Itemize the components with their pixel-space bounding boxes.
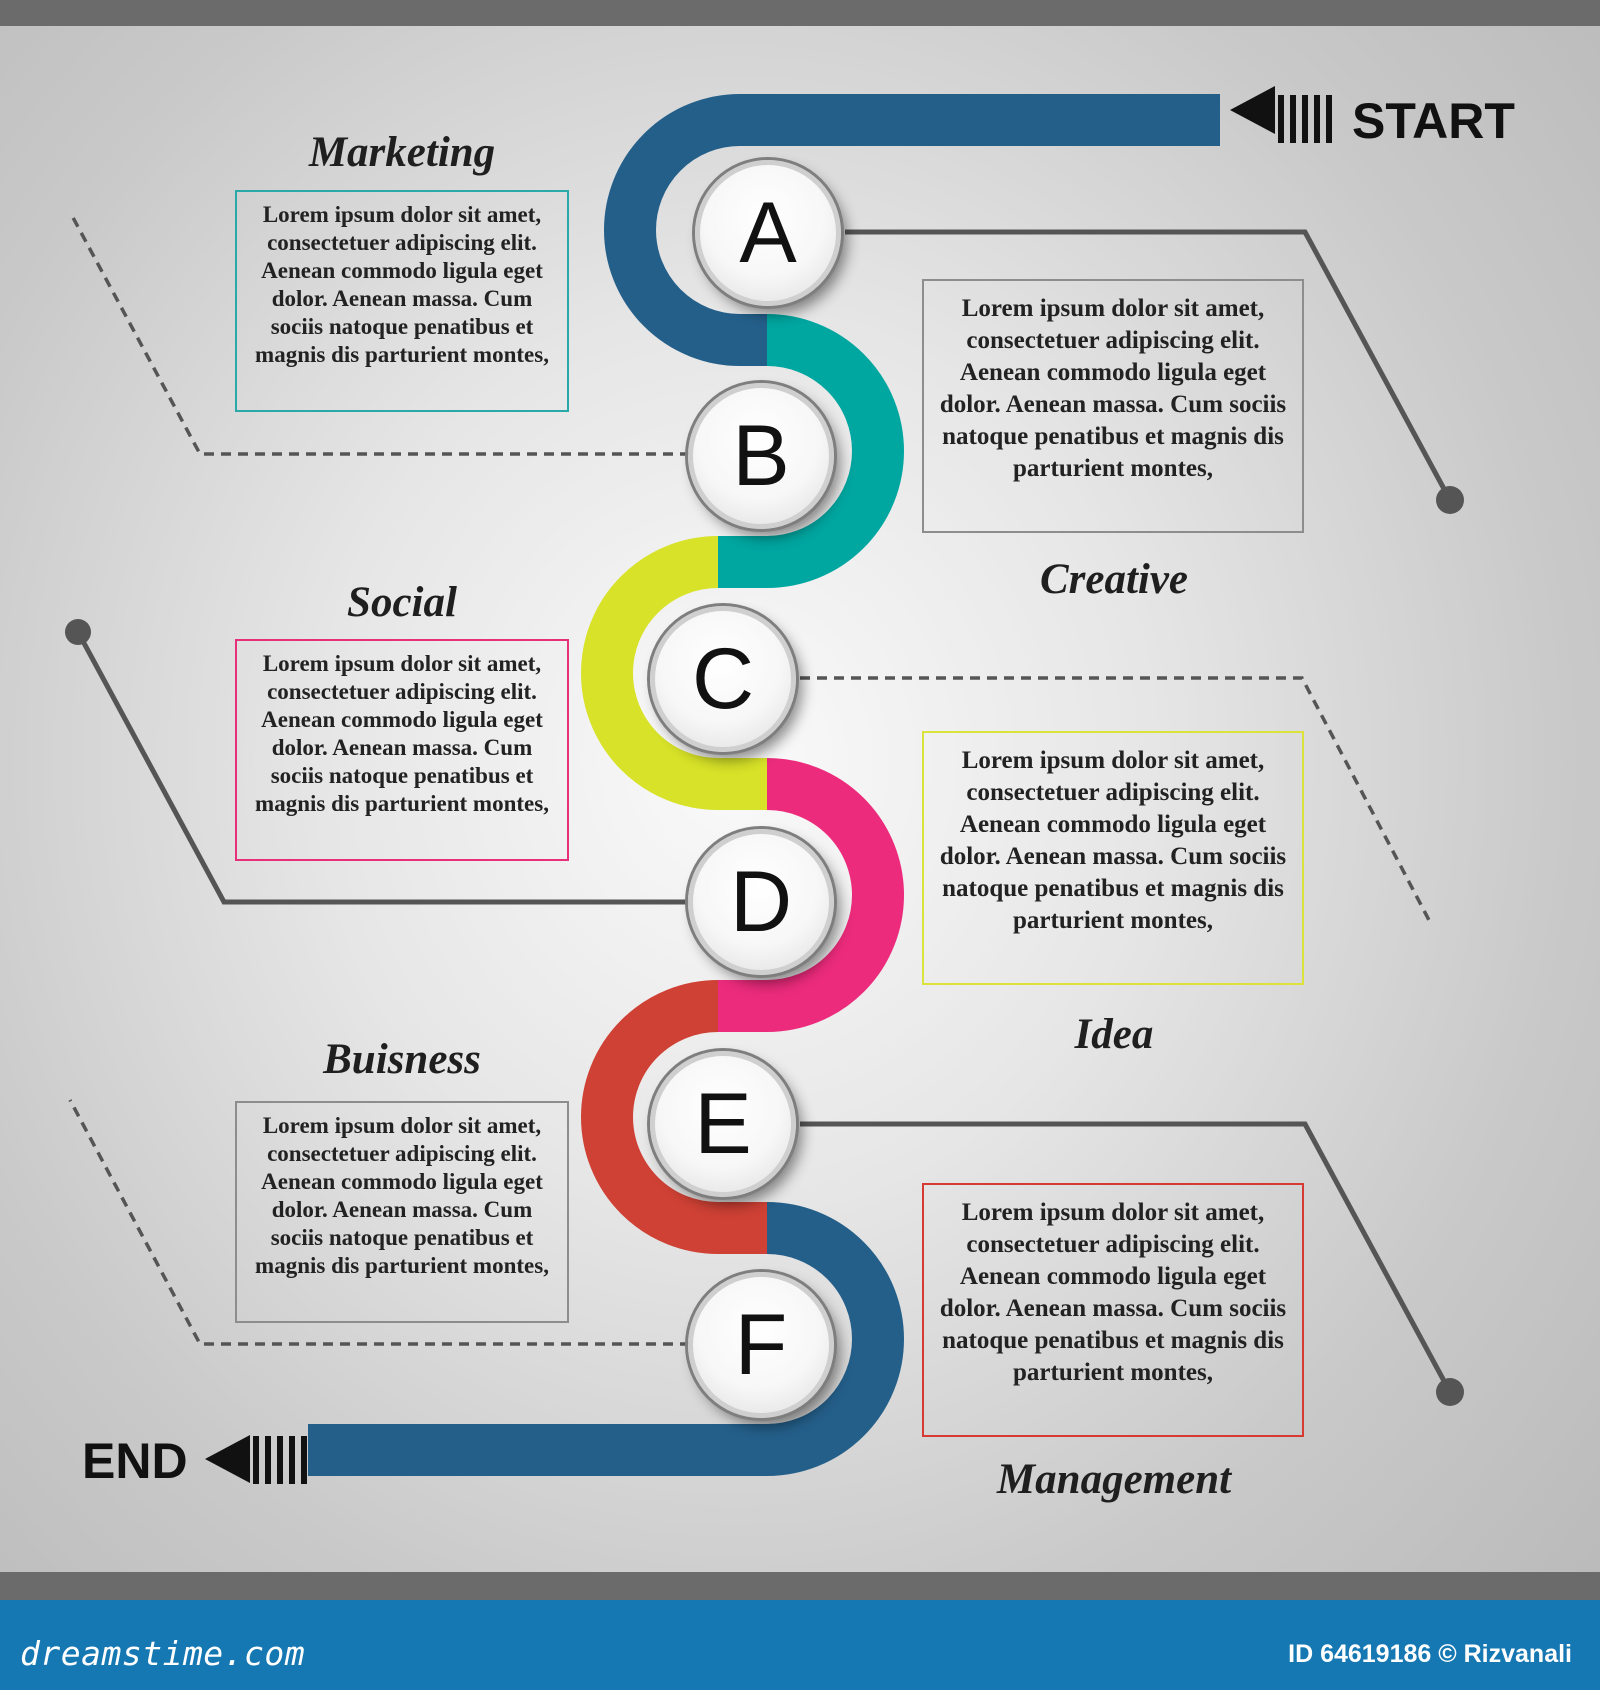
ribbon-segment-end [308,1202,904,1476]
step-text-b: Lorem ipsum dolor sit amet, consectetuer… [922,279,1304,533]
step-title-buisness: Buisness [323,1036,481,1083]
step-letter-d: D [729,854,793,950]
step-text-d: Lorem ipsum dolor sit amet, consectetuer… [922,731,1304,985]
ribbon-segment-yellow [581,536,767,810]
connector-dot-d [65,619,91,645]
step-node-e: E [650,1051,796,1197]
step-letter-a: A [739,185,797,281]
connector-dot-e [1436,1378,1464,1406]
step-node-f: F [688,1272,834,1418]
start-arrow-icon [1230,86,1332,143]
step-node-c: C [650,606,796,752]
connector-line-c [800,676,1432,923]
top-border-bar [0,0,1600,26]
end-label: END [82,1433,188,1489]
step-text-a: Lorem ipsum dolor sit amet, consectetuer… [235,190,569,412]
step-path-diagram [65,86,1464,1484]
step-text-e: Lorem ipsum dolor sit amet, consectetuer… [235,1101,569,1323]
step-text-f: Lorem ipsum dolor sit amet, consectetuer… [922,1183,1304,1437]
ribbon-segment-red [581,980,767,1254]
connector-line-e [800,1121,1453,1394]
step-node-a: A [695,160,841,306]
step-letter-f: F [734,1297,788,1393]
connector-dot-a [1436,486,1464,514]
step-text-c: Lorem ipsum dolor sit amet, consectetuer… [235,639,569,861]
footer-bar: dreamstime.com ID 64619186 © Rizvanali [0,1600,1600,1690]
step-node-d: D [688,829,834,975]
step-title-social: Social [347,579,457,626]
bottom-border-bar [0,1572,1600,1600]
step-letter-c: C [691,631,755,727]
footer-brand: dreamstime.com [20,1634,306,1673]
ribbon-segment-teal [718,314,904,588]
end-arrow-icon [205,1435,307,1484]
ribbon-segment-start [604,94,1220,366]
start-label: START [1352,93,1515,149]
step-title-idea: Idea [1074,1011,1154,1058]
step-letter-b: B [732,408,790,504]
step-node-b: B [688,383,834,529]
step-title-management: Management [996,1456,1232,1503]
step-title-creative: Creative [1039,556,1189,603]
ribbon-segment-magenta [718,758,904,1032]
footer-image-id: ID 64619186 © Rizvanali [1288,1640,1572,1668]
connector-line-a [845,229,1453,502]
connector-line-d [75,630,690,905]
step-title-marketing: Marketing [308,129,496,176]
step-letter-e: E [694,1076,752,1172]
